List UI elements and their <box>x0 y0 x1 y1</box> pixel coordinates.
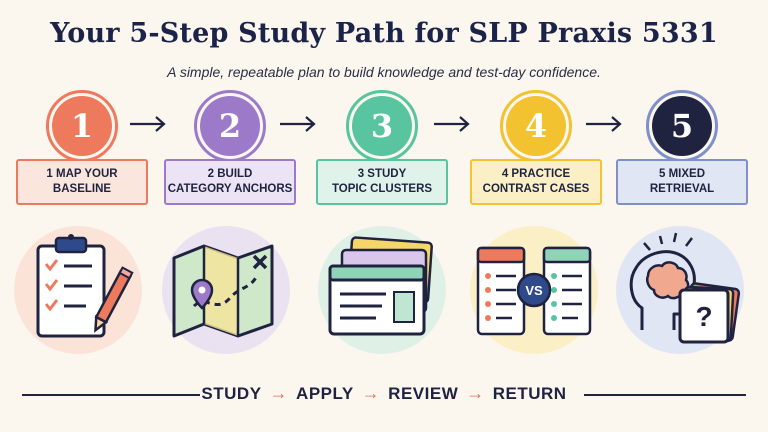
versus-lists-icon: VS <box>470 226 598 354</box>
step-2-label: 2 BUILD CATEGORY ANCHORS <box>164 159 296 205</box>
step-3-label: 3 STUDY TOPIC CLUSTERS <box>316 159 448 205</box>
step-3-label-line2: TOPIC CLUSTERS <box>331 183 433 195</box>
step-4-label: 4 PRACTICE CONTRAST CASES <box>470 159 602 205</box>
arrow-right-icon: → <box>269 383 289 403</box>
page-subtitle: A simple, repeatable plan to build knowl… <box>167 64 601 80</box>
study-cycle-flow: STUDY → APPLY → REVIEW → RETURN <box>0 383 768 404</box>
step-1-label: 1 MAP YOUR BASELINE <box>16 159 148 205</box>
arrow-right-icon <box>280 116 316 132</box>
flow-word-study: STUDY <box>201 383 262 403</box>
study-cards-icon <box>318 226 446 354</box>
bottom-divider-right <box>584 394 746 396</box>
step-5-label-line2: RETRIEVAL <box>649 183 715 195</box>
step-5-label-line1: 5 MIXED <box>658 168 705 180</box>
step-5-number-circle: 5 <box>652 96 712 156</box>
clipboard-checklist-icon <box>14 226 142 354</box>
arrow-right-icon <box>434 116 470 132</box>
step-4-label-line2: CONTRAST CASES <box>482 183 590 195</box>
arrow-right-icon <box>586 116 622 132</box>
versus-label: VS <box>525 283 543 298</box>
step-3-label-line1: 3 STUDY <box>357 168 407 180</box>
step-1-number-circle: 1 <box>52 96 112 156</box>
step-4-label-line1: 4 PRACTICE <box>501 168 571 180</box>
bottom-divider-left <box>22 394 200 396</box>
brain-question-icon: ? <box>616 226 744 354</box>
flow-word-apply: APPLY <box>296 383 354 403</box>
step-5-label: 5 MIXED RETRIEVAL <box>616 159 748 205</box>
arrow-right-icon: → <box>361 383 381 403</box>
step-2-label-line2: CATEGORY ANCHORS <box>167 183 293 195</box>
map-route-icon <box>162 226 290 354</box>
flow-word-review: REVIEW <box>388 383 459 403</box>
arrow-right-icon: → <box>466 383 485 403</box>
arrow-right-icon <box>130 116 166 132</box>
step-2-number-circle: 2 <box>200 96 260 156</box>
page-title: Your 5-Step Study Path for SLP Praxis 53… <box>50 18 718 49</box>
question-mark: ? <box>695 301 712 332</box>
step-3-number-circle: 3 <box>352 96 412 156</box>
step-1-label-line1: 1 MAP YOUR <box>46 168 118 180</box>
flow-word-return: RETURN <box>492 383 567 403</box>
step-4-number-circle: 4 <box>506 96 566 156</box>
step-1-label-line2: BASELINE <box>52 183 112 195</box>
step-2-label-line1: 2 BUILD <box>207 168 253 180</box>
